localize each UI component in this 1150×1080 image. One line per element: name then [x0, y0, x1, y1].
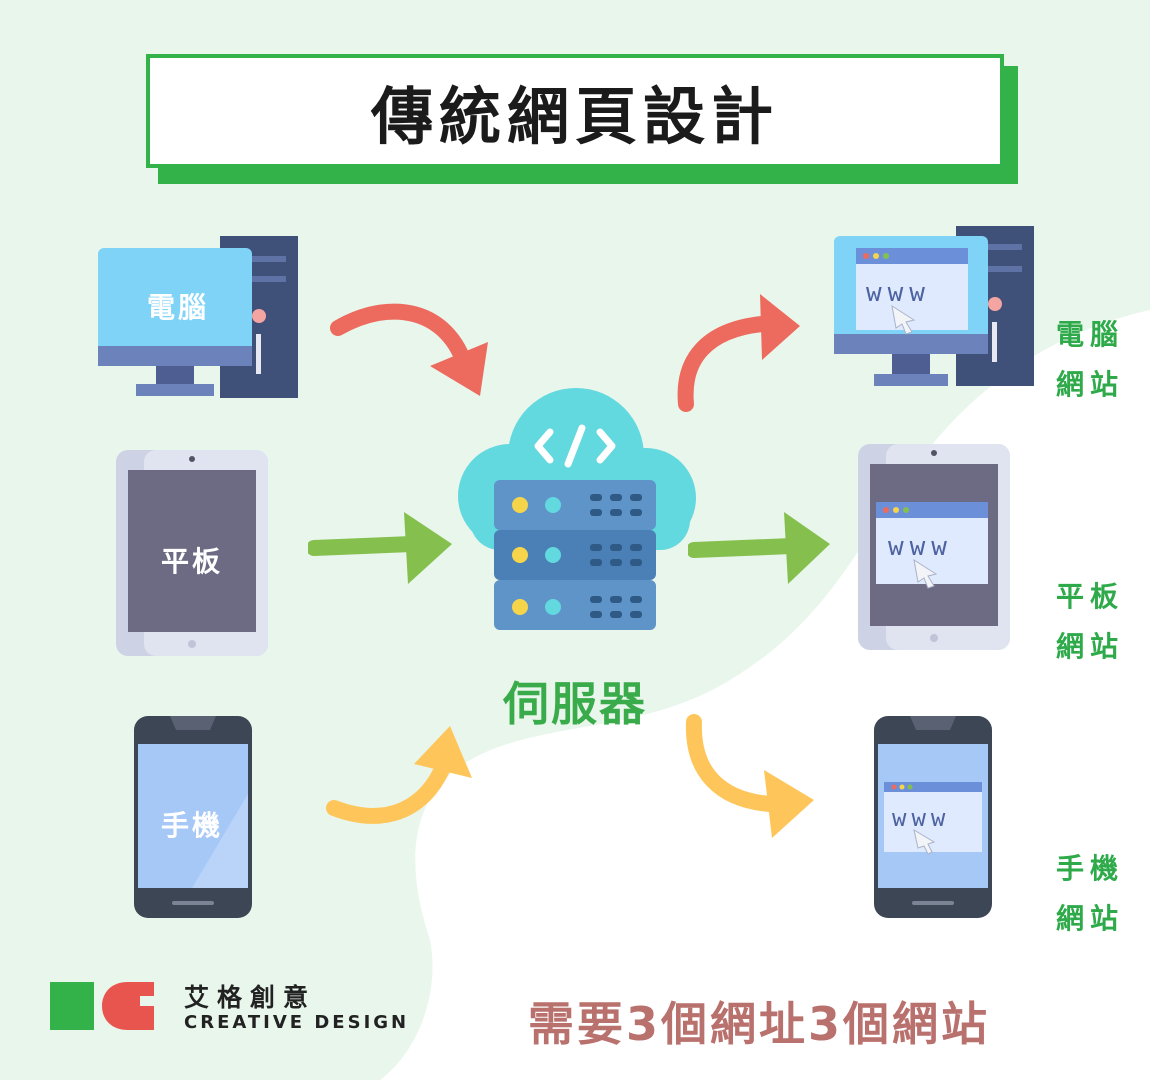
phone-site-line1: 手機 [1056, 852, 1125, 885]
tablet-website-icon [858, 444, 1010, 650]
tablet-icon [116, 450, 268, 656]
arrow-red-out [677, 294, 800, 412]
brand-name-zh: 艾格創意 [184, 983, 317, 1012]
arrow-yellow-out [685, 714, 814, 838]
computer-site-line2: 網站 [1056, 368, 1125, 401]
phone-site-label: 手機 網站 [1056, 844, 1136, 944]
www-text-phone: www [892, 804, 951, 832]
arrow-green-out [688, 512, 830, 584]
tablet-site-line1: 平板 [1056, 580, 1125, 613]
page-title: 傳統網頁設計 [370, 80, 779, 153]
brand-name-en: CREATIVE DESIGN [184, 1012, 410, 1033]
computer-site-label: 電腦 網站 [1056, 310, 1136, 410]
computer-label: 電腦 [146, 291, 209, 324]
desktop-website-icon [834, 226, 1034, 386]
www-text-desktop: www [866, 278, 931, 308]
arrow-green-in [308, 512, 452, 584]
bottom-note: 需要3個網址3個網站 [528, 997, 991, 1051]
arrow-red-in [330, 303, 488, 396]
tablet-label: 平板 [160, 545, 223, 578]
tablet-site-line2: 網站 [1056, 630, 1125, 663]
computer-site-line1: 電腦 [1056, 318, 1125, 351]
www-text-tablet: www [888, 532, 953, 562]
tablet-site-label: 平板 網站 [1056, 572, 1136, 672]
arrow-yellow-in [326, 726, 472, 824]
brand-logo-icon [50, 982, 154, 1030]
phone-site-line2: 網站 [1056, 902, 1125, 935]
desktop-computer-icon [98, 236, 298, 398]
cloud-server-icon [458, 388, 696, 630]
server-label: 伺服器 [503, 677, 647, 731]
smartphone-icon [134, 716, 252, 918]
title-box: 傳統網頁設計 [146, 54, 1004, 168]
phone-label: 手機 [160, 809, 223, 842]
smartphone-website-icon [874, 716, 992, 918]
